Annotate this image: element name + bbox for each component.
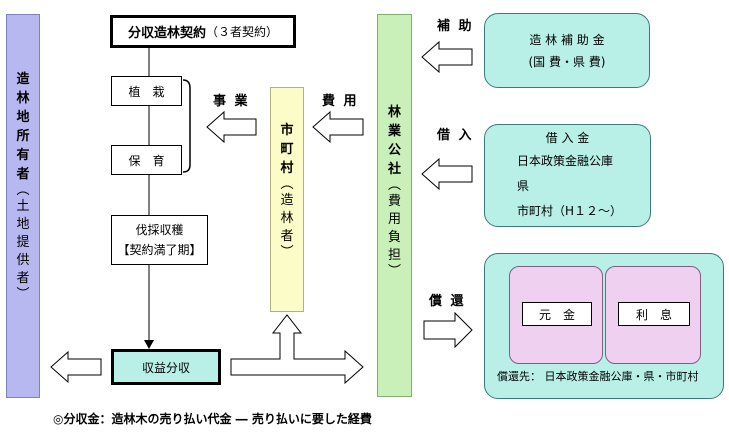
flow-arrowhead <box>144 340 154 349</box>
interest-label: 利 息 <box>635 307 672 322</box>
contract-box: 分収造林契約 （３者契約） <box>110 15 296 48</box>
municipality-bar: 市 町 村 ︵ 造 林 者 ︶ <box>270 87 304 312</box>
corporation-paren-char: 担 <box>387 248 401 263</box>
corporation-char: 業 <box>387 124 401 139</box>
harvest-period: 【契約満了期】 <box>117 243 202 257</box>
municipality-char: 町 <box>280 142 294 157</box>
owner-paren-char: 供 <box>16 253 30 268</box>
harvest-label: 伐採収穫 <box>135 223 184 237</box>
corporation-char: 社 <box>387 162 401 177</box>
paren-open: ︵ <box>280 177 294 192</box>
landowner-bar: 造 林 地 所 有 者 ︵ 土 地 提 供 者 ︶ <box>6 14 40 398</box>
corporation-char: 公 <box>387 143 401 158</box>
loan-item: 県 <box>517 179 530 193</box>
footnote: ◎分収金：造林木の売り払い代金 ― 売り払いに要した経費 <box>53 412 372 426</box>
paren-close: ︶ <box>387 264 401 279</box>
paren-close: ︶ <box>280 245 294 260</box>
hiyo-label: 費 用 <box>322 94 359 109</box>
paren-close: ︶ <box>16 287 30 302</box>
municipality-paren-char: 林 <box>280 211 294 226</box>
municipality-char: 村 <box>280 161 294 176</box>
municipality-paren-char: 造 <box>280 193 294 208</box>
interest-panel: 利 息 <box>605 266 701 364</box>
corporation-paren-char: 負 <box>387 230 401 245</box>
paren-open: ︵ <box>387 178 401 193</box>
jigyo-label: 事 業 <box>213 94 250 109</box>
owner-paren-char: 提 <box>16 235 30 250</box>
loan-item: 日本政策金融公庫 <box>517 154 614 168</box>
owner-char: 所 <box>16 129 30 144</box>
subsidy-title: 造 林 補 助 金 <box>529 32 605 47</box>
shokan-arrow <box>423 311 473 349</box>
revenue-label: 収益分収 <box>141 360 190 375</box>
loan-title: 借 入 金 <box>545 131 590 145</box>
municipality-paren-char: 者 <box>280 229 294 244</box>
paren-open: ︵ <box>16 183 30 198</box>
hojo-label: 補 助 <box>437 19 474 34</box>
care-label: 保 育 <box>128 153 165 168</box>
principal-label: 元 金 <box>538 307 575 322</box>
shakunyu-arrow <box>421 157 473 191</box>
corporation-paren-char: 費 <box>387 194 401 209</box>
contract-title: 分収造林契約 <box>127 26 206 41</box>
shakunyu-label: 借 入 <box>437 128 474 143</box>
hiyo-arrow <box>312 110 364 144</box>
subsidy-source: (国 費・県 費) <box>528 54 606 69</box>
corporation-paren-char: 用 <box>387 212 401 227</box>
corporation-char: 林 <box>387 105 401 120</box>
repayment-destination: 償還先： 日本政策金融公庫・県・市町村 <box>497 370 699 383</box>
forestry-corporation-bar: 林 業 公 社 ︵ 費 用 負 担 ︶ <box>377 14 412 397</box>
stage-brace <box>182 79 191 173</box>
principal-box: 元 金 <box>522 302 592 326</box>
planting-label: 植 栽 <box>128 84 165 99</box>
loan-box: 借 入 金 日本政策金融公庫 県 市町村（H１２～） <box>484 124 651 227</box>
contract-note: （３者契約） <box>206 25 279 39</box>
owner-char: 林 <box>16 91 30 106</box>
jigyo-arrow <box>206 110 257 144</box>
principal-panel: 元 金 <box>509 266 603 364</box>
interest-box: 利 息 <box>618 302 690 326</box>
harvest-box: 伐採収穫 【契約満了期】 <box>111 215 208 265</box>
revenue-split-arrow <box>230 314 364 385</box>
owner-char: 有 <box>16 148 30 163</box>
subsidy-box: 造 林 補 助 金 (国 費・県 費) <box>484 13 650 88</box>
repayment-box: 元 金 利 息 償還先： 日本政策金融公庫・県・市町村 <box>484 253 724 399</box>
owner-share-arrow <box>50 350 102 384</box>
owner-char: 者 <box>16 167 30 182</box>
owner-paren-char: 者 <box>16 271 30 286</box>
owner-paren-char: 地 <box>16 217 30 232</box>
shokan-label: 償 還 <box>429 294 466 309</box>
loan-item: 市町村（H１２～） <box>517 204 623 218</box>
owner-char: 地 <box>16 110 30 125</box>
hojo-arrow <box>421 40 473 74</box>
revenue-box: 収益分収 <box>111 349 221 385</box>
municipality-char: 市 <box>280 123 294 138</box>
owner-char: 造 <box>16 72 30 87</box>
care-box: 保 育 <box>111 145 182 175</box>
owner-paren-char: 土 <box>16 199 30 214</box>
planting-box: 植 栽 <box>111 76 182 106</box>
